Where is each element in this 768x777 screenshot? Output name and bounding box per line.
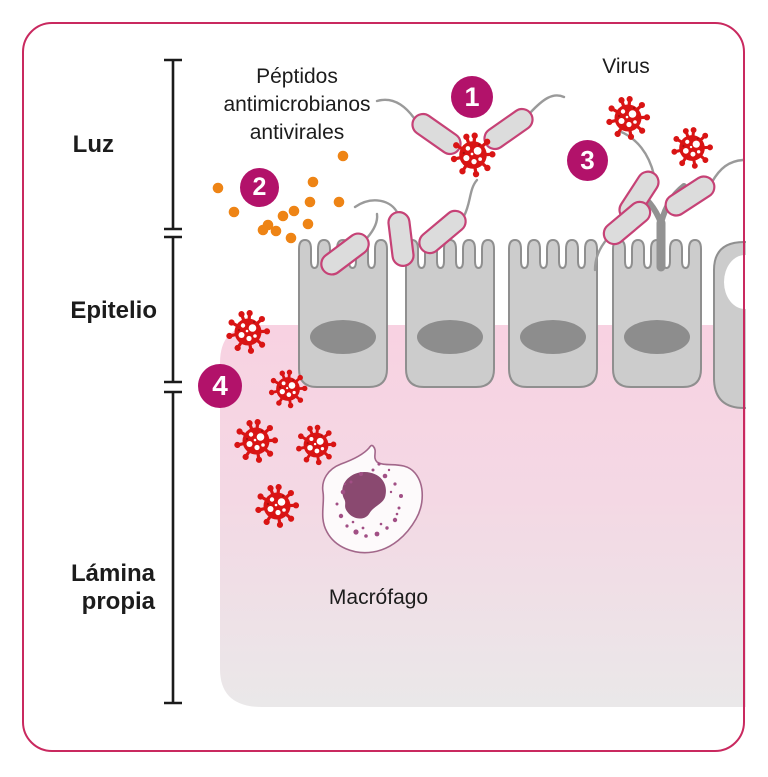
diagram-canvas: [22, 22, 746, 753]
mucus-droplet: [724, 255, 746, 309]
bacterium-icon: [407, 108, 466, 160]
step-badge-1: 1: [451, 76, 493, 118]
bacterium-icon: [479, 103, 538, 155]
virus-icon: [606, 96, 650, 141]
bacterium-icon: [660, 171, 720, 221]
range-bracket-luz: [164, 58, 182, 231]
peptides-annotation: Péptidos antimicrobianos antivirales: [223, 65, 371, 144]
step-badge-3: 3: [567, 140, 608, 181]
lamina-propria-region: [220, 325, 746, 707]
peptide-dots: [212, 150, 349, 244]
bacterium-icon: [413, 205, 472, 259]
bacterium-icon: [386, 209, 416, 269]
virus-icon: [671, 127, 713, 169]
region-label-luz: Luz: [72, 131, 114, 158]
diagram-artwork: [164, 58, 746, 707]
epithelial-cell: [508, 239, 598, 388]
region-label-lamina-propia: Lámina propia: [70, 560, 155, 615]
macrophage-icon: [321, 444, 424, 554]
macrophage-nucleus: [342, 472, 386, 519]
goblet-cell: [713, 241, 746, 409]
epithelium-layer: [298, 239, 746, 409]
step-badge-4: 4: [198, 364, 242, 408]
step-badge-2: 2: [240, 168, 279, 207]
macrophage-annotation: Macrófago: [328, 586, 429, 609]
range-bracket-epitelio: [164, 235, 182, 384]
range-bracket-lamina-propia: [164, 390, 182, 705]
cell-nuclei: [310, 320, 690, 354]
region-label-epitelio: Epitelio: [70, 297, 157, 324]
macrophage-granules: [335, 462, 403, 538]
epithelial-cell: [405, 239, 495, 388]
virus-annotation: Virus: [602, 55, 650, 78]
